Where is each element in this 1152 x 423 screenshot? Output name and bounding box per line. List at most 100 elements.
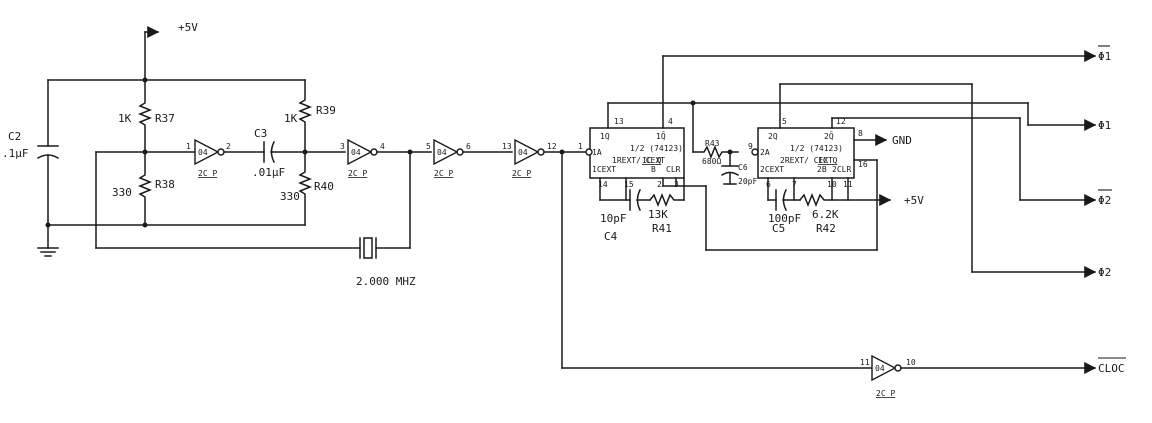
svg-text:2.000 MHZ: 2.000 MHZ bbox=[356, 275, 416, 288]
output-phi2: Φ2 bbox=[1098, 266, 1111, 279]
capacitor-c4: 10pF C4 bbox=[599, 177, 651, 243]
svg-text:Φ1: Φ1 bbox=[1098, 119, 1111, 132]
svg-text:15: 15 bbox=[624, 180, 634, 189]
capacitor-c5: 100pF C5 bbox=[767, 177, 801, 235]
svg-text:6: 6 bbox=[466, 142, 471, 151]
svg-text:Φ1: Φ1 bbox=[1098, 50, 1111, 63]
svg-text:20pF: 20pF bbox=[738, 177, 757, 186]
svg-text:1A: 1A bbox=[592, 148, 602, 157]
svg-text:1: 1 bbox=[578, 142, 583, 151]
svg-text:330: 330 bbox=[112, 186, 132, 199]
svg-text:C4: C4 bbox=[604, 230, 618, 243]
svg-text:1: 1 bbox=[186, 142, 191, 151]
svg-text:5: 5 bbox=[782, 117, 787, 126]
svg-text:C3: C3 bbox=[254, 127, 267, 140]
svg-text:2C P: 2C P bbox=[876, 389, 895, 398]
svg-text:13K: 13K bbox=[648, 208, 668, 221]
svg-text:2: 2 bbox=[226, 142, 231, 151]
svg-text:R40: R40 bbox=[314, 180, 334, 193]
inverter-gate-3: 04 5 6 2C P bbox=[426, 138, 471, 178]
svg-text:2CLR: 2CLR bbox=[832, 165, 851, 174]
inverter-gate-5: 04 11 10 2C P bbox=[860, 354, 916, 398]
svg-text:C6: C6 bbox=[738, 163, 748, 172]
inverter-gate-2: 04 3 4 2C P bbox=[340, 138, 385, 178]
vcc-supply: +5V bbox=[144, 21, 198, 81]
output-phi1: Φ1 bbox=[1098, 119, 1111, 132]
svg-text:C2: C2 bbox=[8, 130, 21, 143]
svg-text:2C P: 2C P bbox=[512, 169, 531, 178]
svg-text:2: 2 bbox=[657, 180, 662, 189]
resistor-r42: 6.2K R42 bbox=[798, 192, 881, 235]
crystal-oscillator: 2.000 MHZ bbox=[95, 151, 416, 288]
svg-text:2CEXT: 2CEXT bbox=[760, 165, 784, 174]
svg-text:Φ2: Φ2 bbox=[1098, 266, 1111, 279]
svg-text:12: 12 bbox=[547, 142, 557, 151]
svg-text:1Q: 1Q bbox=[600, 132, 610, 141]
capacitor-c3: C3 .01µF bbox=[223, 127, 346, 179]
svg-text:10: 10 bbox=[906, 358, 916, 367]
svg-text:C5: C5 bbox=[772, 222, 785, 235]
ic-74123-second-half: 2Q 2Q̄ 2A 1/2 (74123) 2REXT/ CEXT IC Q 2… bbox=[748, 117, 868, 189]
resistor-r37: 1K R37 bbox=[118, 79, 175, 153]
svg-text:5: 5 bbox=[426, 142, 431, 151]
output-phi1-bar: Φ1 bbox=[1098, 45, 1111, 63]
svg-text:4: 4 bbox=[380, 142, 385, 151]
svg-text:2A: 2A bbox=[760, 148, 770, 157]
svg-text:14: 14 bbox=[598, 180, 608, 189]
svg-text:2Q: 2Q bbox=[768, 132, 778, 141]
svg-text:16: 16 bbox=[858, 160, 868, 169]
svg-text:9: 9 bbox=[748, 142, 753, 151]
svg-text:2C P: 2C P bbox=[198, 169, 217, 178]
svg-text:04: 04 bbox=[198, 148, 208, 157]
svg-text:04: 04 bbox=[875, 364, 885, 373]
svg-text:Φ2: Φ2 bbox=[1098, 194, 1111, 207]
ground-symbol bbox=[37, 224, 59, 257]
svg-text:3: 3 bbox=[340, 142, 345, 151]
svg-text:R38: R38 bbox=[155, 178, 175, 191]
resistor-r39: 1K R39 bbox=[284, 79, 336, 153]
svg-text:100pF: 100pF bbox=[768, 212, 801, 225]
svg-text:1K: 1K bbox=[118, 112, 132, 125]
svg-text:2C P: 2C P bbox=[434, 169, 453, 178]
inverter-gate-1: 04 1 2 2C P bbox=[186, 138, 231, 178]
svg-text:2Q̄: 2Q̄ bbox=[824, 131, 834, 141]
svg-text:R39: R39 bbox=[316, 104, 336, 117]
svg-text:.01µF: .01µF bbox=[252, 166, 285, 179]
svg-text:1/2 (74123): 1/2 (74123) bbox=[630, 144, 683, 153]
svg-text:04: 04 bbox=[437, 148, 447, 157]
svg-text:13: 13 bbox=[614, 117, 624, 126]
resistor-r43: R43 680Ω bbox=[692, 139, 739, 166]
svg-text:1REXT/ CEXT: 1REXT/ CEXT bbox=[612, 156, 665, 165]
svg-text:B: B bbox=[651, 165, 656, 174]
gnd-label: GND bbox=[892, 134, 912, 147]
svg-text:680Ω: 680Ω bbox=[702, 157, 721, 166]
svg-text:CLOC: CLOC bbox=[1098, 362, 1125, 375]
svg-text:330: 330 bbox=[280, 190, 300, 203]
svg-text:R41: R41 bbox=[652, 222, 672, 235]
resistor-r41: 13K R41 bbox=[648, 192, 685, 235]
svg-text:04: 04 bbox=[518, 148, 528, 157]
svg-text:2C P: 2C P bbox=[348, 169, 367, 178]
svg-text:R42: R42 bbox=[816, 222, 836, 235]
vcc-label: +5V bbox=[178, 21, 198, 34]
svg-text:CLR: CLR bbox=[666, 165, 681, 174]
svg-text:13: 13 bbox=[502, 142, 512, 151]
svg-text:R43: R43 bbox=[705, 139, 720, 148]
svg-text:1K: 1K bbox=[284, 112, 298, 125]
capacitor-c2: C2 .1µF bbox=[2, 79, 60, 226]
capacitor-c6: C6 20pF bbox=[720, 151, 757, 186]
svg-text:IC Q: IC Q bbox=[818, 156, 837, 165]
output-cloc-bar: CLOC bbox=[1098, 357, 1126, 375]
svg-text:4: 4 bbox=[668, 117, 673, 126]
svg-text:6.2K: 6.2K bbox=[812, 208, 839, 221]
vcc-label-2: +5V bbox=[904, 194, 924, 207]
svg-text:.1µF: .1µF bbox=[2, 147, 29, 160]
inverter-gate-4: 04 13 12 2C P bbox=[502, 138, 557, 178]
svg-text:8: 8 bbox=[858, 129, 863, 138]
output-phi2-bar: Φ2 bbox=[1098, 189, 1112, 207]
resistor-r40: 330 R40 bbox=[280, 151, 334, 226]
svg-text:1Q̄: 1Q̄ bbox=[656, 131, 666, 141]
svg-text:04: 04 bbox=[351, 148, 361, 157]
svg-text:IC Q: IC Q bbox=[642, 156, 661, 165]
